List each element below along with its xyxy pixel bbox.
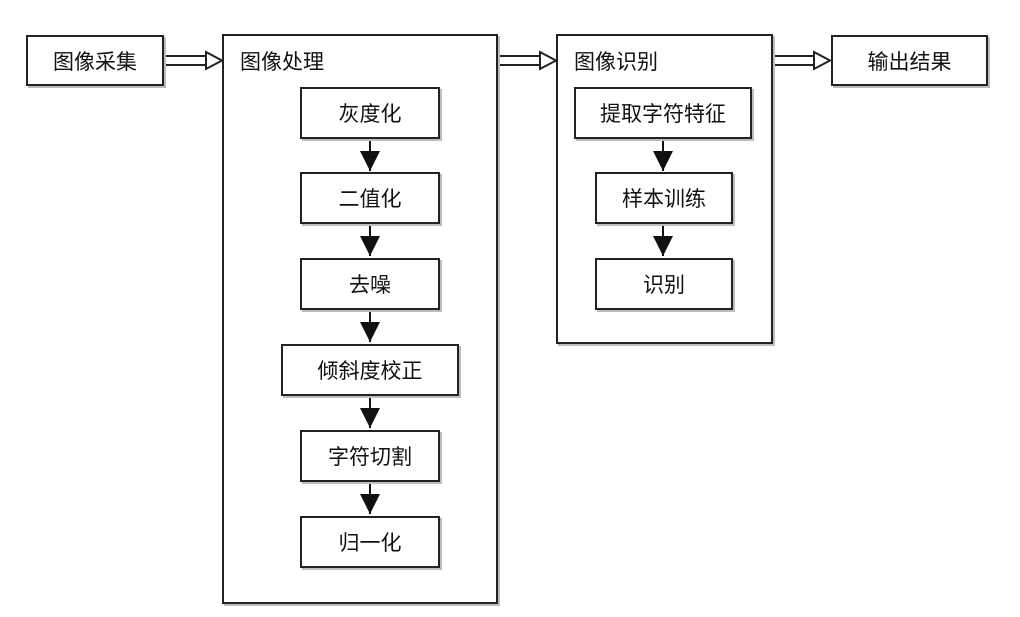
group-image-processing-title: 图像处理 [240,50,324,74]
node-normalization: 归一化 [300,516,440,568]
node-recognize-label: 识别 [643,273,685,297]
node-denoise-label: 去噪 [349,273,391,297]
node-image-acquisition-label: 图像采集 [53,49,137,74]
node-grayscale: 灰度化 [300,87,440,139]
arrow-processing-to-recognition [498,50,559,71]
node-skew-correction: 倾斜度校正 [281,344,459,396]
node-char-segmentation-label: 字符切割 [328,445,412,469]
node-output-result-label: 输出结果 [867,49,952,74]
group-image-processing: 图像处理 [222,34,498,604]
node-grayscale-label: 灰度化 [338,102,402,126]
node-image-acquisition: 图像采集 [26,35,164,86]
node-binarization-label: 二值化 [338,187,402,211]
node-sample-training-label: 样本训练 [622,187,706,211]
node-char-segmentation: 字符切割 [300,430,440,482]
node-feature-extraction: 提取字符特征 [574,87,752,139]
node-skew-correction-label: 倾斜度校正 [317,359,423,383]
node-output-result: 输出结果 [831,35,988,86]
node-denoise: 去噪 [300,258,440,310]
node-binarization: 二值化 [300,172,440,224]
arrow-recognition-to-output [773,50,833,71]
group-image-recognition: 图像识别 [556,34,773,344]
arrow-acquisition-to-processing [164,50,225,71]
node-normalization-label: 归一化 [338,531,402,555]
node-recognize: 识别 [595,258,733,310]
node-feature-extraction-label: 提取字符特征 [600,102,726,126]
group-image-recognition-title: 图像识别 [574,50,658,74]
node-sample-training: 样本训练 [595,172,733,224]
